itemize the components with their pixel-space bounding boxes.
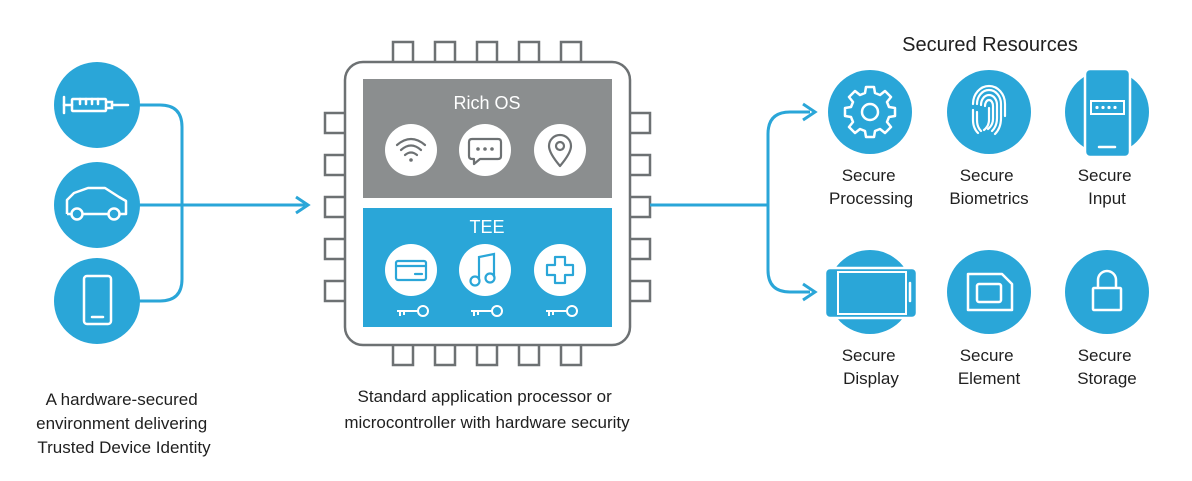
left-caption-line-3: Trusted Device Identity (37, 438, 211, 457)
device-car (54, 162, 140, 248)
pin-pad-phone-icon (1083, 67, 1132, 159)
left-caption-line-1: A hardware-secured (46, 390, 198, 409)
gear-icon (843, 85, 897, 139)
fingerprint-icon (971, 84, 1007, 136)
chip-caption-line-2: microcontroller with hardware security (344, 413, 630, 432)
key-icons (397, 305, 578, 317)
left-caption: A hardware-secured environment deliverin… (36, 390, 212, 457)
lock-icon (1091, 269, 1123, 312)
device-smartphone (54, 258, 140, 344)
smartphone-icon (82, 274, 113, 326)
chip-caption: Standard application processor or microc… (344, 387, 630, 432)
display-icon (823, 266, 919, 320)
medical-cross-icon (545, 255, 575, 285)
chip: Rich OS TEE (323, 40, 652, 367)
left-caption-line-2: environment delivering (36, 414, 207, 433)
resource-secure-storage: Secure Storage (1065, 250, 1149, 388)
music-note-icon (469, 252, 496, 287)
resource-label: Secure Storage (1077, 346, 1137, 388)
chip-pins (323, 40, 652, 367)
resource-label: Secure Input (1078, 166, 1137, 208)
resource-secure-input: Secure Input (1065, 67, 1149, 208)
key-icon (546, 305, 578, 317)
resource-secure-element: Secure Element (947, 250, 1031, 388)
rich-os-label: Rich OS (453, 93, 520, 113)
credit-card-icon (394, 259, 428, 282)
car-icon (65, 186, 128, 221)
wifi-icon (395, 137, 427, 162)
resource-secure-display: Secure Display (823, 250, 919, 388)
key-icon (471, 305, 503, 317)
location-pin-icon (547, 133, 573, 168)
secured-resources-title: Secured Resources (902, 34, 1078, 56)
device-syringe (54, 62, 140, 148)
chat-icon (467, 137, 503, 166)
syringe-icon (62, 95, 130, 115)
resource-label: Secure Biometrics (949, 166, 1028, 208)
sim-card-icon (966, 272, 1014, 312)
key-icon (397, 305, 429, 317)
chip-caption-line-1: Standard application processor or (358, 387, 613, 406)
tee-label: TEE (469, 217, 504, 237)
resource-secure-biometrics: Secure Biometrics (947, 70, 1031, 208)
right-connector-lines (650, 102, 818, 302)
resource-secure-processing: Secure Processing (828, 70, 913, 208)
resource-label: Secure Processing (829, 166, 913, 208)
resource-label: Secure Element (958, 346, 1021, 388)
resource-label: Secure Display (842, 346, 901, 388)
left-connector-lines (128, 103, 311, 303)
